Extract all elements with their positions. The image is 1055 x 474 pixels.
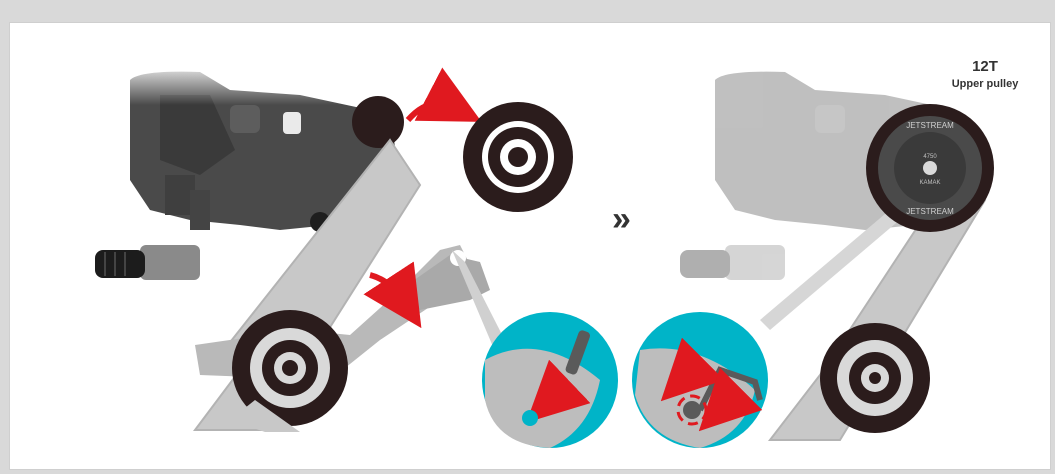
jetstream-upper-pulley: JETSTREAM JETSTREAM 4750 KAMAK — [866, 104, 994, 232]
red-curved-arrow — [408, 104, 455, 120]
pulley-inner-text-bottom: KAMAK — [919, 180, 940, 186]
pulley-name-label: Upper pulley — [920, 78, 1050, 90]
detail-circle-allen-key — [632, 312, 768, 448]
right-lower-pulley — [820, 323, 930, 433]
pulley-ring-text-top: JETSTREAM — [906, 121, 954, 130]
pulley-ring-text-bottom: JETSTREAM — [906, 207, 954, 216]
pulley-inner-text-top: 4750 — [923, 154, 937, 160]
removed-pulley — [463, 102, 573, 212]
left-upper-pulley — [352, 96, 404, 148]
detail-circle-bolt — [482, 312, 618, 448]
red-curved-arrow — [370, 275, 405, 303]
double-chevron-right-icon: » — [612, 200, 631, 238]
pulley-size-label: 12T — [920, 58, 1050, 75]
